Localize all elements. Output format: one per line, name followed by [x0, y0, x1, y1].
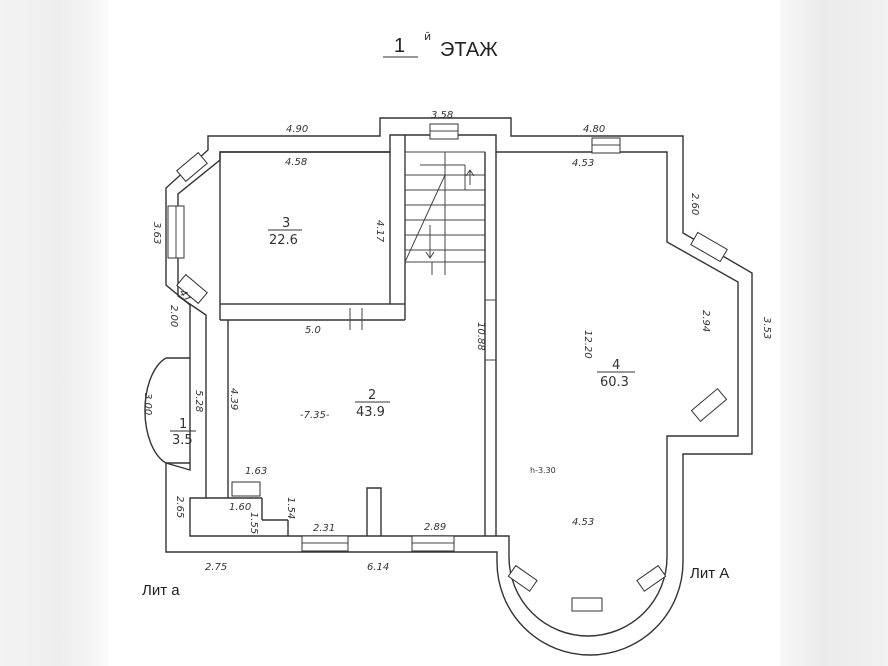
svg-text:2: 2 [368, 388, 376, 403]
svg-text:22.6: 22.6 [269, 233, 298, 248]
dimension-labels: 4.90 3.58 4.80 4.58 4.53 2.60 3.63 4.17 … [142, 110, 772, 573]
room-1-label: 1 3.5 [170, 417, 196, 448]
svg-text:2.65: 2.65 [174, 496, 185, 518]
svg-text:2.31: 2.31 [313, 523, 335, 534]
room-3-label: 3 22.6 [268, 216, 302, 248]
svg-text:2.75: 2.75 [205, 562, 227, 573]
paper-sheet [108, 0, 780, 666]
svg-text:1.54: 1.54 [285, 497, 296, 519]
svg-text:5.28: 5.28 [193, 390, 204, 412]
svg-text:4.39: 4.39 [228, 388, 239, 410]
svg-text:5.0: 5.0 [305, 325, 321, 336]
svg-text:3.53: 3.53 [761, 317, 772, 339]
window-arc-3 [636, 564, 667, 592]
svg-text:1.63: 1.63 [245, 466, 267, 477]
room-1-bay-wall [144, 357, 167, 464]
svg-text:-7.35-: -7.35- [300, 410, 330, 421]
svg-text:4.90: 4.90 [286, 124, 308, 135]
svg-text:60.3: 60.3 [600, 375, 629, 390]
inner-wall-outline [177, 134, 739, 637]
svg-text:4.80: 4.80 [583, 124, 605, 135]
floor-number: 1 [394, 35, 405, 57]
room-2-label: 2 43.9 [355, 388, 390, 420]
stair-down-arrow [425, 225, 435, 259]
svg-text:1.55: 1.55 [248, 512, 259, 534]
svg-text:3.5: 3.5 [172, 433, 193, 448]
svg-text:1.60: 1.60 [229, 502, 251, 513]
stair-up-arrow [465, 169, 475, 185]
floor-superscript: й [424, 30, 431, 43]
svg-text:3.63: 3.63 [151, 222, 162, 244]
floor-title: 1 й ЭТАЖ [383, 30, 498, 61]
svg-text:3.58: 3.58 [431, 110, 453, 121]
window-arc-2 [571, 597, 603, 612]
room-4-label: 4 60.3 [597, 358, 635, 390]
svg-text:10.88: 10.88 [475, 322, 486, 351]
svg-text:2.89: 2.89 [424, 522, 446, 533]
svg-text:4.58: 4.58 [285, 157, 307, 168]
svg-text:43.9: 43.9 [356, 405, 385, 420]
window-arc-1 [507, 564, 538, 592]
outer-wall-outline [165, 117, 753, 656]
window-bay-top [176, 151, 208, 183]
lit-small-label: Лит а [142, 582, 180, 599]
window-right-lower [690, 388, 728, 422]
svg-text:3.00: 3.00 [142, 393, 153, 415]
svg-text:4: 4 [612, 358, 620, 373]
svg-text:2.00: 2.00 [168, 305, 179, 327]
svg-text:3: 3 [282, 216, 290, 231]
svg-text:12.20: 12.20 [582, 330, 593, 359]
window-bay-bottom [176, 273, 208, 305]
svg-text:1: 1 [179, 417, 187, 432]
window-right-upper [690, 231, 728, 263]
ceiling-height: h-3.30 [530, 466, 556, 475]
svg-text:2.94: 2.94 [700, 310, 711, 332]
svg-text:4.17: 4.17 [374, 220, 385, 243]
svg-text:6.14: 6.14 [367, 562, 389, 573]
svg-text:2.60: 2.60 [689, 193, 700, 215]
floor-word: ЭТАЖ [440, 39, 498, 61]
svg-text:4.53: 4.53 [572, 158, 594, 169]
scan-shadow-right [778, 0, 888, 666]
scan-shadow-left [0, 0, 100, 666]
window-room-1 [231, 481, 261, 497]
entrance-niche [366, 487, 382, 536]
lit-big-label: Лит А [690, 565, 729, 582]
room-3-walls [219, 151, 391, 305]
svg-text:4.53: 4.53 [572, 517, 594, 528]
